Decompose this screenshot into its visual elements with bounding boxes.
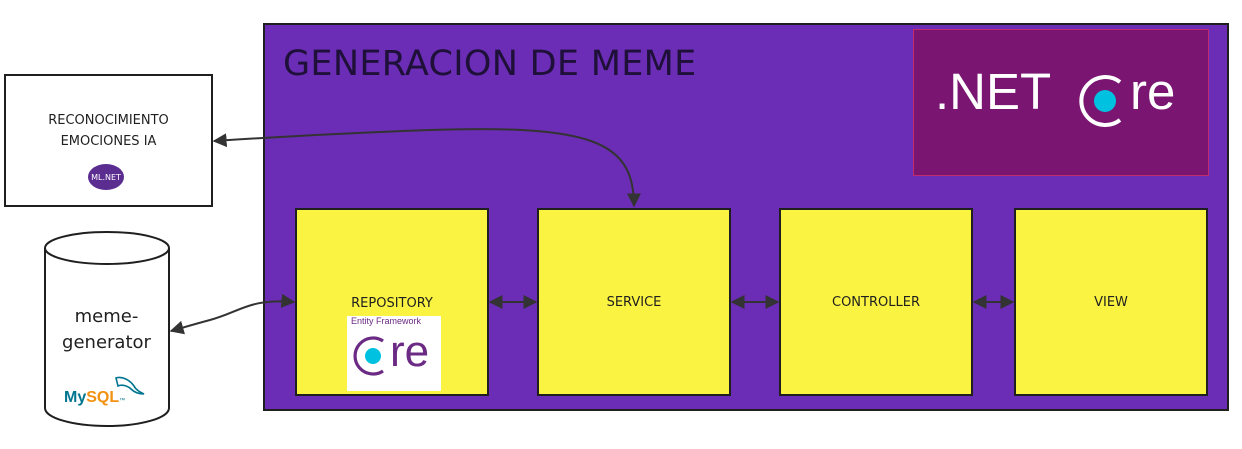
service-label: SERVICE — [606, 294, 662, 310]
mysql-logo-mark: ™ — [119, 398, 126, 404]
view-label: VIEW — [1094, 294, 1128, 310]
ai-title-line2: EMOCIONES IA — [60, 134, 157, 149]
netcore-logo-suffix: re — [1130, 63, 1176, 120]
controller-box: CONTROLLER — [779, 208, 973, 396]
ef-core-caption: Entity Framework — [351, 316, 422, 326]
controller-label: CONTROLLER — [832, 294, 920, 310]
netcore-logo — [913, 29, 1209, 176]
ef-core-logo — [347, 316, 441, 391]
mlnet-logo: ML.NET — [88, 164, 124, 190]
database-cylinder — [44, 231, 170, 427]
netcore-logo-prefix: .NET — [935, 63, 1052, 120]
database-name-line2: generator — [62, 332, 151, 353]
database-name-line1: meme- — [74, 306, 139, 327]
ef-core-ring-icon — [353, 336, 384, 376]
container-title: GENERACION DE MEME — [283, 44, 697, 84]
ef-core-suffix: re — [390, 327, 430, 376]
netcore-ring-icon — [1079, 75, 1122, 127]
mysql-dolphin-icon — [115, 376, 145, 395]
mysql-logo: MySQL™ — [64, 389, 125, 407]
database-name: meme- generator — [44, 304, 169, 356]
mysql-logo-my: My — [64, 389, 87, 406]
ai-emotion-title: RECONOCIMIENTO EMOCIONES IA — [4, 110, 213, 152]
repository-label: REPOSITORY — [351, 296, 433, 311]
mysql-logo-sql: SQL — [86, 389, 120, 406]
repository-box: REPOSITORY — [295, 208, 489, 396]
view-box: VIEW — [1014, 208, 1208, 396]
ai-title-line1: RECONOCIMIENTO — [48, 113, 169, 128]
service-box: SERVICE — [537, 208, 731, 396]
